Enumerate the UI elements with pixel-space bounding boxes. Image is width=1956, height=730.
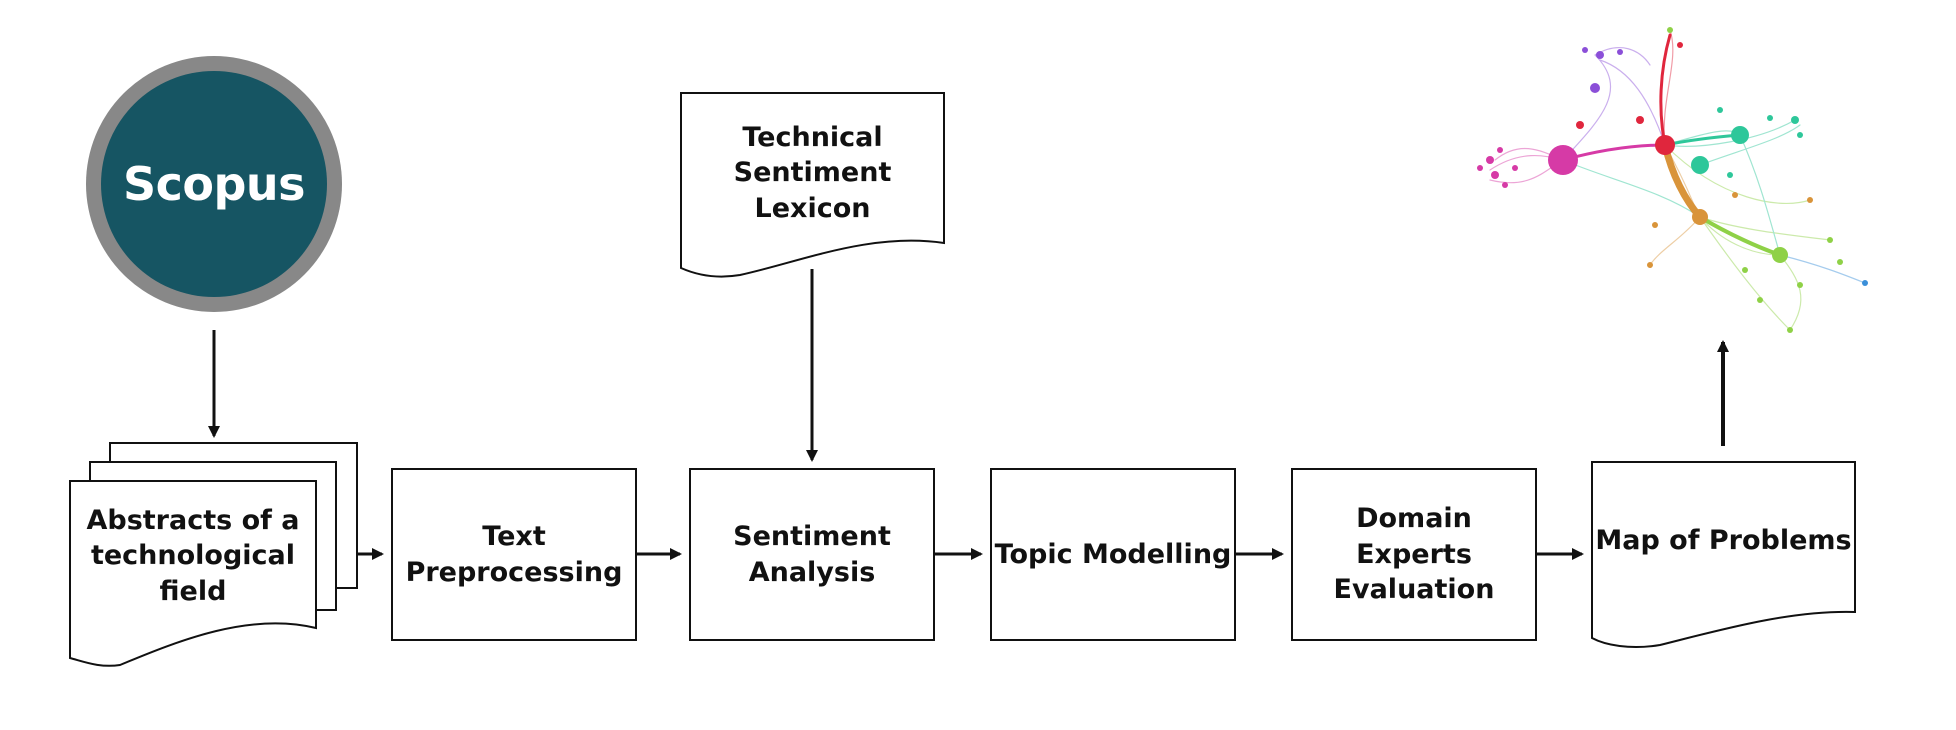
map-label: Map of Problems [1595, 525, 1852, 557]
preprocessing-box [391, 468, 637, 641]
scopus-label: Scopus [122, 157, 306, 211]
abstracts-label: Abstracts of a technological field [86, 504, 300, 607]
topic-label: Topic Modelling [994, 538, 1232, 570]
map-document [1591, 461, 1856, 648]
preprocessing-label: Text Preprocessing [405, 520, 623, 588]
lexicon-label: Technical Sentiment Lexicon [733, 121, 892, 224]
network-graph-icon [1477, 27, 1868, 333]
scopus-source-node [86, 56, 342, 312]
sentiment-box [689, 468, 935, 641]
experts-box [1291, 468, 1537, 641]
experts-label: Domain Experts Evaluation [1333, 503, 1495, 606]
sentiment-label: Sentiment Analysis [733, 520, 891, 588]
topic-box [990, 468, 1236, 641]
lexicon-document [680, 92, 945, 278]
abstracts-document-stack [69, 442, 358, 667]
